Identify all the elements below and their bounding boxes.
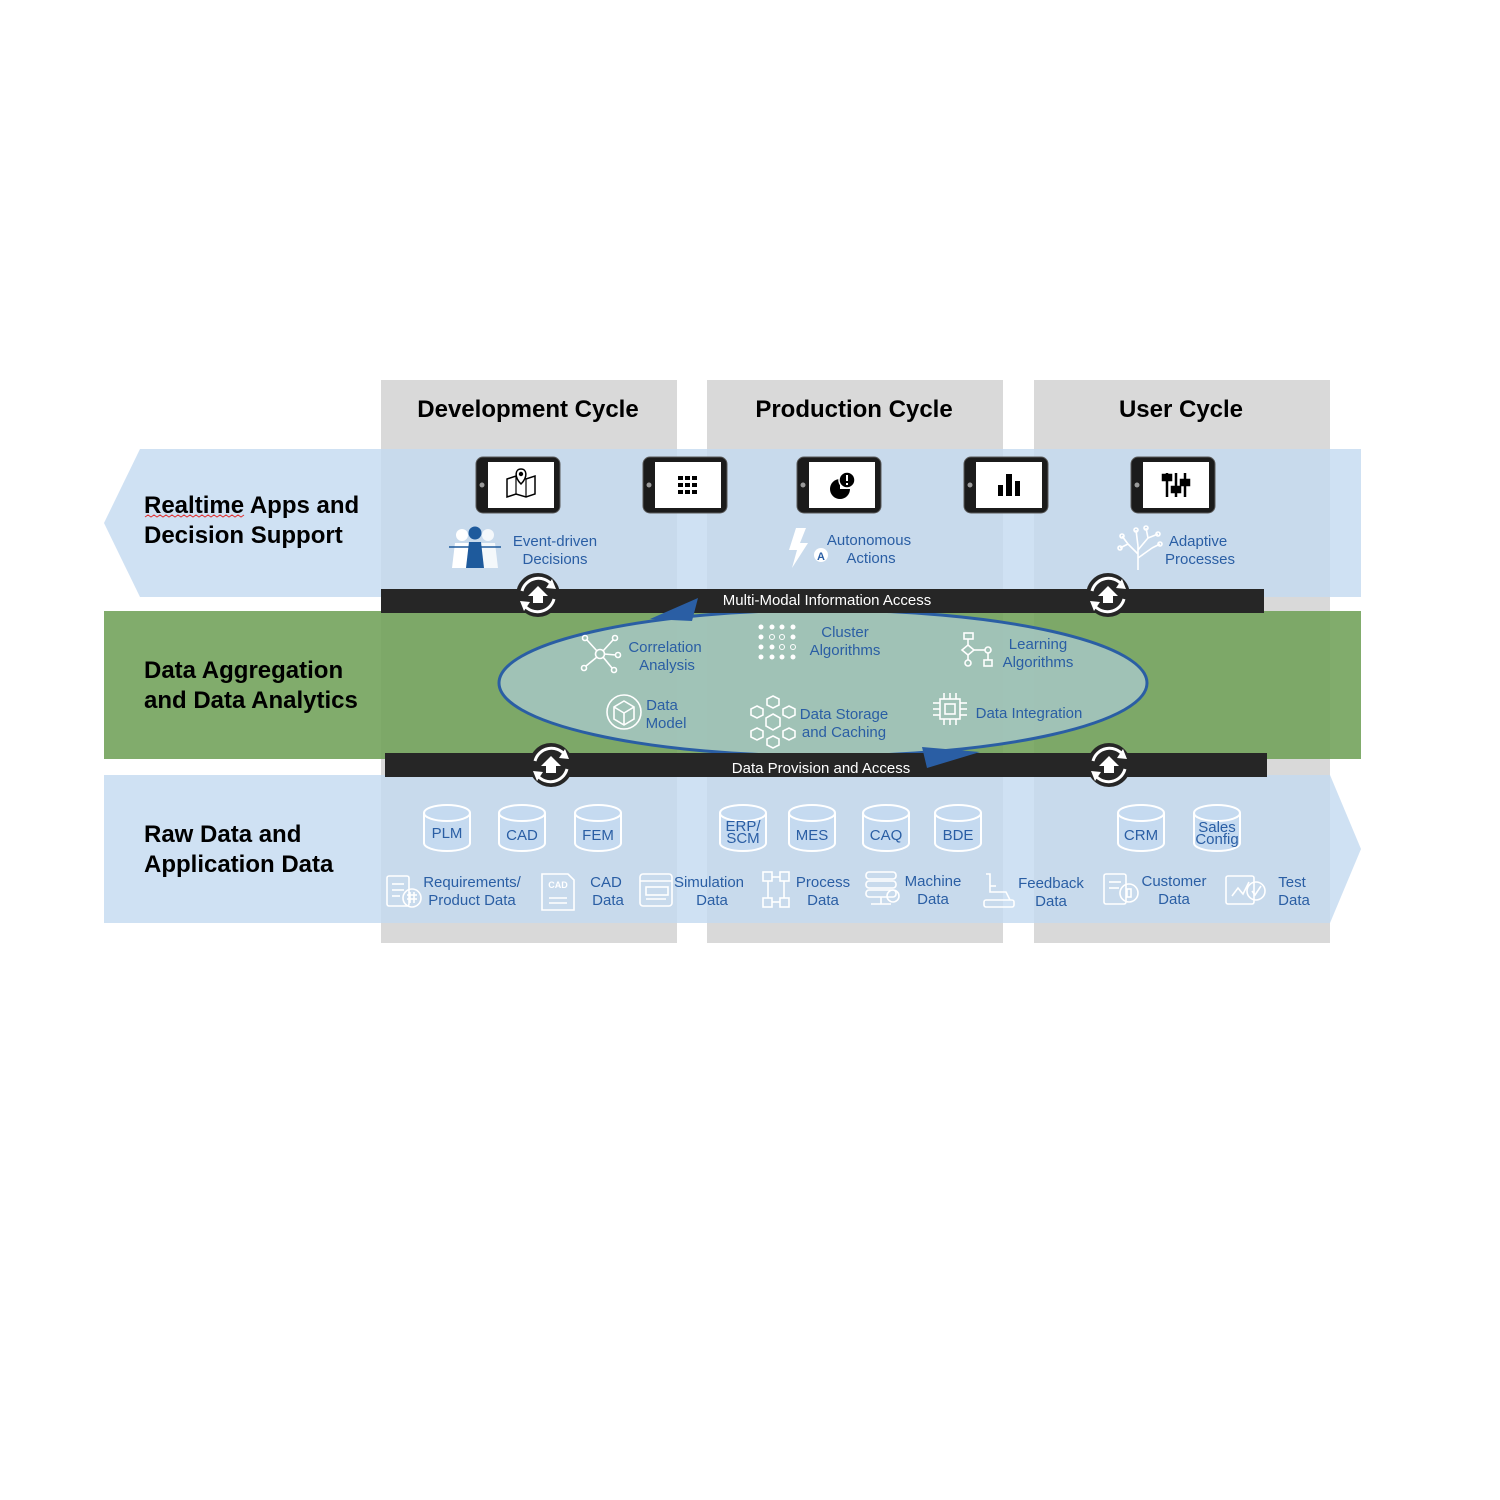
band-label-top-2: Decision Support [144,522,343,549]
raw-test-2: Data [1278,892,1310,909]
raw-customer-1: Customer [1141,873,1206,890]
database-label-cad: CAD [506,827,538,844]
raw-feedback-2: Data [1035,893,1067,910]
simulation-icon [639,873,673,907]
sliders-icon [1161,473,1191,497]
raw-requirements-2: Product Data [428,892,516,909]
item-adaptive-2: Processes [1165,551,1235,568]
bar-chart-icon [998,474,1020,496]
server-icon [865,871,900,905]
database-label-config: Config [1195,831,1238,848]
analytics-cluster-1: Cluster [821,624,869,641]
analytics-model-1: Data [646,697,678,714]
band-label-top-1: Realtime Apps and [144,492,359,519]
bar-label-upper: Multi-Modal Information Access [723,592,931,609]
analytics-storage-1: Data Storage [800,706,888,723]
analytics-learning-2: Algorithms [1003,654,1074,671]
cubes-icon [750,695,796,749]
process-icon [762,871,790,908]
raw-simulation-1: Simulation [674,874,744,891]
database-label-fem: FEM [582,827,614,844]
database-label-caq: CAQ [870,827,903,844]
svg-text:A: A [817,551,825,563]
column-title-development: Development Cycle [417,396,638,423]
analytics-correlation-2: Analysis [639,657,695,674]
database-label-plm: PLM [432,825,463,842]
database-label-mes: MES [796,827,829,844]
raw-customer-2: Data [1158,891,1190,908]
chip-icon [933,693,967,725]
pie-chart-icon [830,471,856,499]
column-title-production: Production Cycle [755,396,952,423]
analytics-model-2: Model [646,715,687,732]
database-label-sales: Sales [1198,819,1236,836]
tree-icon [1117,525,1163,570]
sync-icon-top-right [1084,571,1132,619]
tablet-pie [796,456,882,514]
column-title-user: User Cycle [1119,396,1243,423]
analytics-correlation-1: Correlation [628,639,701,656]
grid-icon [678,476,697,494]
band-label-bottom-1: Raw Data and [144,821,301,848]
tablet-bar-chart [963,456,1049,514]
band-label-middle-1: Data Aggregation [144,657,343,684]
map-icon [506,468,536,499]
cad-file-icon: CAD [541,873,575,911]
sync-icon-bottom-left [527,741,575,789]
database-label-bde: BDE [943,827,974,844]
test-icon [1225,875,1266,905]
customer-icon [1103,873,1139,905]
bar-label-lower: Data Provision and Access [732,760,910,777]
raw-requirements-1: Requirements/ [423,874,521,891]
cluster-icon [758,624,796,660]
item-event-driven-1: Event-driven [513,533,597,550]
tablet-map [475,456,561,514]
analytics-cluster-2: Algorithms [810,642,881,659]
analytics-learning-1: Learning [1009,636,1067,653]
lightning-icon: A [789,528,828,568]
raw-cad-2: Data [592,892,624,909]
raw-machine-2: Data [917,891,949,908]
sync-icon-bottom-right [1085,741,1133,789]
flowchart-icon [960,632,993,667]
analytics-integration-1: Data Integration [976,705,1083,722]
sync-icon-top-left [514,571,562,619]
item-adaptive-1: Adaptive [1169,533,1227,550]
arrowhead-right [922,747,980,768]
item-autonomous-2: Actions [846,550,895,567]
svg-text:CAD: CAD [548,880,568,890]
raw-test-1: Test [1278,874,1306,891]
tablet-sliders [1130,456,1216,514]
database-label-scm: SCM [726,830,759,847]
raw-machine-1: Machine [905,873,962,890]
cube-icon [606,694,642,730]
raw-cad-1: CAD [590,874,622,891]
item-autonomous-1: Autonomous [827,532,911,549]
database-label-erp: ERP/ [725,818,761,835]
network-icon [580,634,622,674]
raw-process-1: Process [796,874,850,891]
raw-feedback-1: Feedback [1018,875,1084,892]
tablet-grid [642,456,728,514]
raw-simulation-2: Data [696,892,728,909]
feedback-icon [983,873,1015,908]
band-label-middle-2: and Data Analytics [144,687,358,714]
people-icon [449,526,501,568]
arrowhead-left [650,598,698,621]
database-label-crm: CRM [1124,827,1158,844]
band-label-bottom-2: Application Data [144,851,334,878]
raw-process-2: Data [807,892,839,909]
item-event-driven-2: Decisions [522,551,587,568]
spellcheck-underline [144,514,245,518]
document-icon [386,875,422,908]
analytics-storage-2: and Caching [802,724,886,741]
